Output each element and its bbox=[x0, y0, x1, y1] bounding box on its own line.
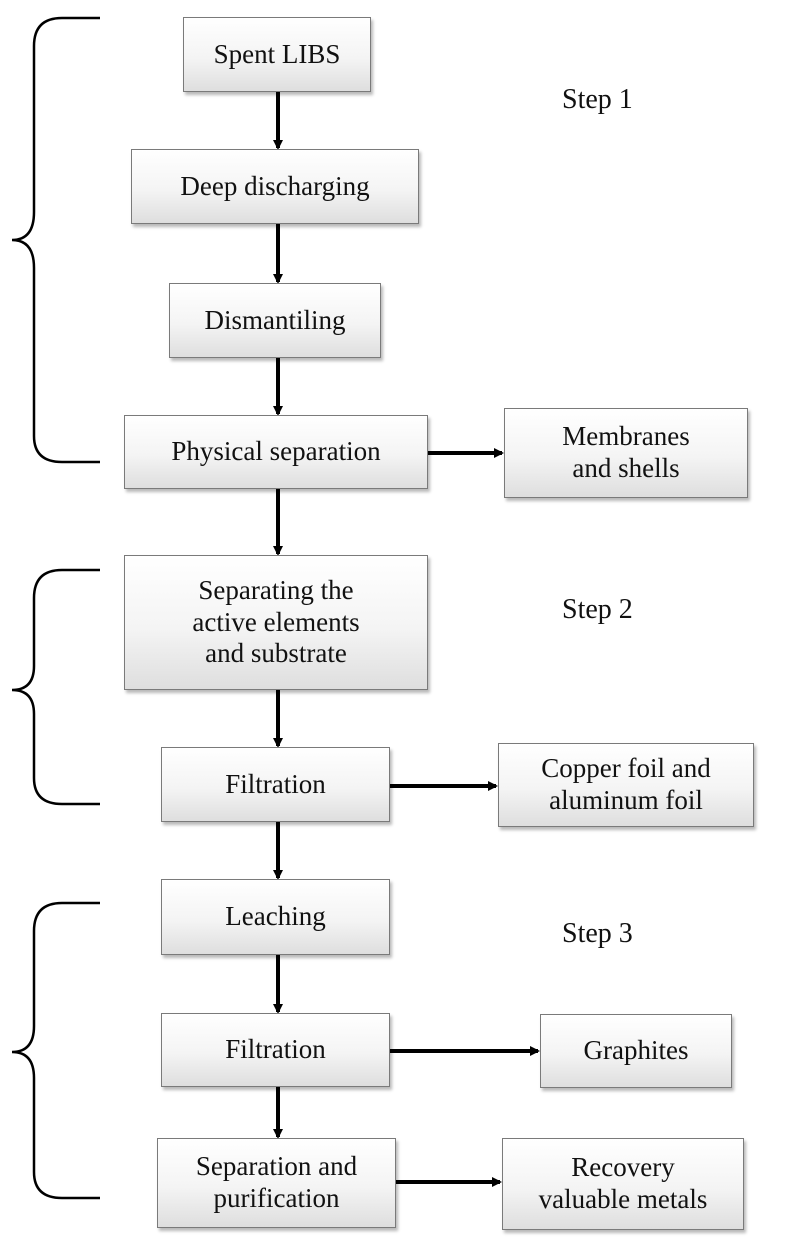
box-graphites: Graphites bbox=[540, 1014, 732, 1088]
box-filtration-1: Filtration bbox=[161, 747, 390, 822]
brace-step-1 bbox=[11, 16, 100, 464]
label-copper-aluminum-foil: Copper foil and aluminum foil bbox=[541, 753, 711, 815]
box-spent-libs: Spent LIBS bbox=[183, 17, 371, 92]
box-recovery-valuable-metals: Recovery valuable metals bbox=[502, 1138, 744, 1230]
label-recovery-valuable-metals: Recovery valuable metals bbox=[538, 1152, 708, 1214]
step-3-label: Step 3 bbox=[562, 918, 633, 949]
box-dismantling: Dismantiling bbox=[169, 283, 381, 358]
box-physical-separation: Physical separation bbox=[124, 415, 428, 489]
label-separation-purification: Separation and purification bbox=[195, 1151, 358, 1213]
brace-step-2 bbox=[11, 568, 100, 806]
label-membranes-shells: Membranes and shells bbox=[562, 421, 690, 483]
box-separation-purification: Separation and purification bbox=[157, 1138, 396, 1228]
box-filtration-2: Filtration bbox=[161, 1013, 390, 1087]
box-leaching: Leaching bbox=[161, 879, 390, 955]
box-copper-aluminum-foil: Copper foil and aluminum foil bbox=[498, 743, 754, 827]
box-separating-active-elements: Separating the active elements and subst… bbox=[124, 555, 428, 690]
box-membranes-shells: Membranes and shells bbox=[504, 408, 748, 498]
brace-step-3 bbox=[11, 901, 100, 1200]
label-graphites: Graphites bbox=[583, 1035, 689, 1066]
box-deep-discharging: Deep discharging bbox=[131, 149, 419, 224]
label-deep-discharging: Deep discharging bbox=[180, 170, 370, 201]
label-filtration-1: Filtration bbox=[225, 768, 326, 799]
step-2-label: Step 2 bbox=[562, 594, 633, 625]
label-physical-separation: Physical separation bbox=[171, 436, 381, 467]
label-dismantling: Dismantiling bbox=[204, 304, 346, 335]
label-leaching: Leaching bbox=[225, 901, 326, 932]
label-spent-libs: Spent LIBS bbox=[213, 38, 341, 69]
label-filtration-2: Filtration bbox=[225, 1034, 326, 1065]
label-separating-active-elements: Separating the active elements and subst… bbox=[192, 575, 360, 669]
step-1-label: Step 1 bbox=[562, 84, 633, 115]
